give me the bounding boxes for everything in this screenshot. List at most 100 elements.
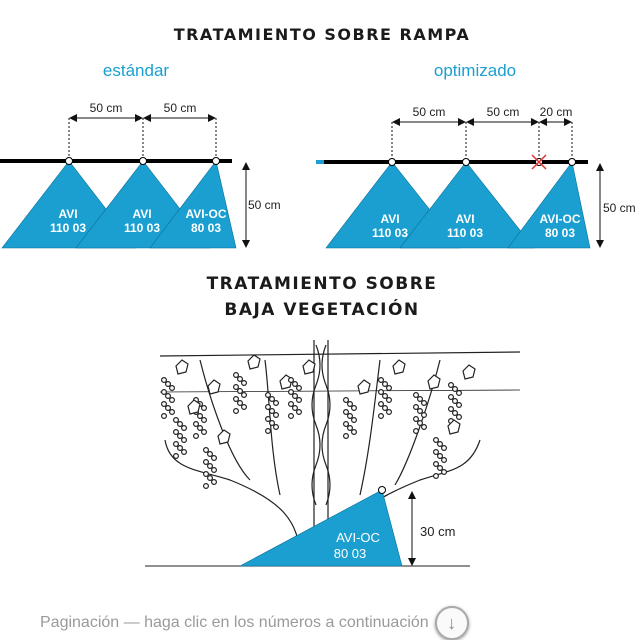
grape	[273, 424, 280, 431]
grape	[292, 405, 299, 412]
title-low-2: BAJA VEGETACIÓN	[224, 298, 419, 320]
grape	[343, 409, 350, 416]
grape	[452, 398, 459, 405]
grape	[203, 471, 210, 478]
nozzle	[378, 486, 386, 494]
grape	[233, 408, 240, 415]
grape	[386, 397, 393, 404]
vine-leaf	[207, 379, 221, 395]
grape	[452, 386, 459, 393]
grape	[165, 393, 172, 400]
standard-diagram: 50 cm 50 cm 50 cm AVI 110 03 AVI 110 03 …	[0, 101, 281, 249]
grape	[265, 404, 272, 411]
grape	[347, 425, 354, 432]
grape	[207, 463, 214, 470]
grape	[161, 413, 168, 420]
nozzle	[462, 158, 470, 166]
height-label: 50 cm	[248, 198, 281, 212]
grape	[207, 475, 214, 482]
vine-leaf	[187, 399, 201, 415]
grape	[386, 409, 393, 416]
grape	[378, 401, 385, 408]
vine-leaf	[357, 379, 371, 395]
grape	[296, 385, 303, 392]
grape	[417, 420, 424, 427]
grape	[265, 416, 272, 423]
nozzle-code: 80 03	[334, 546, 367, 561]
grape	[433, 473, 440, 480]
vine-leaf	[175, 359, 189, 375]
spacing-label: 20 cm	[540, 105, 573, 119]
grape	[169, 397, 176, 404]
grape	[437, 465, 444, 472]
grape	[201, 429, 208, 436]
vineyard-illustration	[145, 340, 521, 567]
grape	[173, 441, 180, 448]
nozzle-code: 110 03	[372, 226, 408, 240]
nozzle-code: 80 03	[545, 226, 575, 240]
grape	[173, 429, 180, 436]
grape	[292, 393, 299, 400]
grape	[441, 469, 448, 476]
grape	[181, 449, 188, 456]
grape	[269, 408, 276, 415]
nozzle	[388, 158, 396, 166]
grape	[437, 441, 444, 448]
grape	[441, 457, 448, 464]
nozzle-name: AVI-OC	[185, 207, 226, 221]
grape	[413, 404, 420, 411]
vine-leaf	[447, 419, 461, 435]
grape	[193, 433, 200, 440]
grape	[233, 372, 240, 379]
grape	[201, 417, 208, 424]
nozzle-code: 110 03	[447, 226, 483, 240]
grape	[197, 413, 204, 420]
nozzle-name: AVI	[58, 207, 77, 221]
grape	[347, 413, 354, 420]
grape	[288, 377, 295, 384]
grape	[161, 389, 168, 396]
grape	[169, 385, 176, 392]
grape	[269, 396, 276, 403]
grape	[173, 453, 180, 460]
grape	[378, 377, 385, 384]
grape	[456, 402, 463, 409]
nozzle-name: AVI-OC	[539, 212, 580, 226]
grape	[237, 400, 244, 407]
grape	[165, 405, 172, 412]
grape	[193, 421, 200, 428]
grape	[417, 408, 424, 415]
grape	[173, 417, 180, 424]
grape	[343, 433, 350, 440]
nozzle	[139, 157, 147, 165]
grape	[421, 400, 428, 407]
grape	[265, 392, 272, 399]
grape	[161, 401, 168, 408]
nozzle-name: AVI-OC	[336, 530, 380, 545]
grape	[437, 453, 444, 460]
grape	[343, 421, 350, 428]
spray-cone	[149, 160, 237, 249]
grape	[181, 425, 188, 432]
grape	[378, 413, 385, 420]
grape	[386, 385, 393, 392]
grape	[382, 393, 389, 400]
grape	[382, 405, 389, 412]
grape	[296, 397, 303, 404]
grape	[211, 455, 218, 462]
grape	[241, 404, 248, 411]
vine-leaf	[302, 359, 316, 375]
height-label: 30 cm	[420, 524, 455, 539]
grape	[378, 389, 385, 396]
grape	[417, 396, 424, 403]
nozzle-name: AVI	[455, 212, 474, 226]
grape	[351, 417, 358, 424]
nozzle-code: 110 03	[50, 221, 86, 235]
arrow-down-circle-icon[interactable]: ↓	[434, 606, 469, 640]
title-ramp: TRATAMIENTO SOBRE RAMPA	[174, 25, 471, 44]
grape	[413, 428, 420, 435]
label-optimized: optimizado	[434, 61, 516, 80]
vine-leaf	[462, 364, 476, 380]
vine-leaf	[217, 429, 231, 445]
grape	[237, 388, 244, 395]
